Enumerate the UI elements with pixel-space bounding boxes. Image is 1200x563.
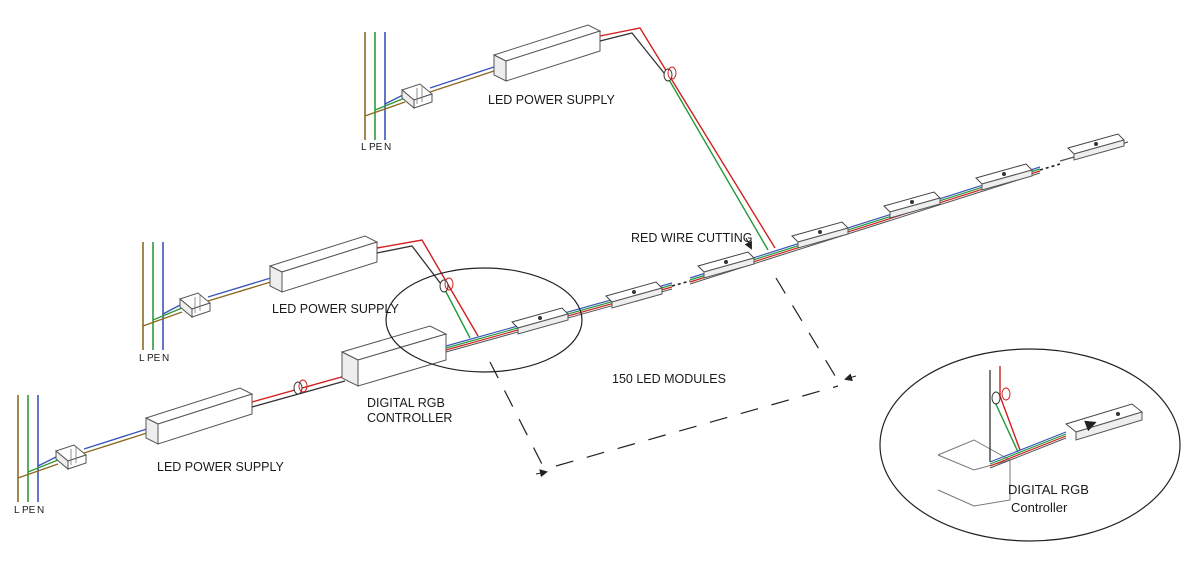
terminal-l-bottom: L	[14, 505, 20, 516]
dc-dark-middle	[376, 245, 445, 289]
live-tap-top	[364, 101, 406, 117]
mains-cable-middle-live	[207, 280, 275, 302]
rgb-controller	[340, 325, 448, 387]
terminal-block-bottom	[54, 444, 88, 471]
dc-green-middle	[443, 287, 471, 339]
led-module	[883, 191, 941, 219]
zoom-detail	[879, 348, 1181, 542]
led-module	[975, 163, 1033, 191]
pe-tap-middle	[152, 307, 183, 321]
cut-marker-middle	[439, 277, 454, 293]
cut-marker-top	[663, 66, 677, 82]
terminal-l-top: L	[361, 142, 367, 153]
controller-label-line2: CONTROLLER	[367, 411, 452, 425]
dc-red-middle	[376, 239, 479, 337]
led-module	[1067, 133, 1125, 161]
power-supply-bottom	[144, 387, 254, 445]
mains-cable-top-live	[429, 69, 498, 93]
terminal-n-bottom: N	[37, 505, 44, 516]
terminal-block-middle	[178, 292, 212, 319]
psu-bottom-label: LED POWER SUPPLY	[157, 460, 285, 474]
dc-dark-top	[599, 32, 669, 79]
supply-group-middle: LED POWER SUPPLY L PE N	[139, 235, 479, 364]
supply-group-bottom: LED POWER SUPPLY L PE N	[14, 375, 346, 516]
power-supply-top	[492, 24, 602, 82]
terminal-n-middle: N	[162, 353, 169, 364]
pe-tap-top	[374, 97, 406, 111]
led-module	[697, 251, 755, 279]
mains-cable-bottom-live	[83, 431, 151, 454]
terminal-n-top: N	[384, 142, 391, 153]
dc-red-top	[599, 27, 776, 249]
led-module	[605, 281, 663, 309]
red-wire-cutting-label: RED WIRE CUTTING	[631, 231, 753, 245]
neutral-tap-bottom	[37, 455, 59, 467]
pe-tap-bottom	[27, 459, 59, 473]
mains-cable-bottom-neutral	[83, 427, 151, 450]
cut-marker-bottom	[293, 379, 308, 395]
psu-middle-label: LED POWER SUPPLY	[272, 302, 400, 316]
terminal-pe-top: PE	[369, 142, 383, 153]
red-wire-cutting-arrow	[744, 237, 752, 250]
terminal-pe-bottom: PE	[22, 505, 36, 516]
mains-cable-top-neutral	[429, 65, 498, 89]
detail-callout-circle	[385, 267, 583, 373]
controller-label-line1: DIGITAL RGB	[367, 396, 445, 410]
modules-dimension	[489, 277, 857, 478]
neutral-tap-middle	[162, 303, 183, 315]
live-tap-bottom	[17, 463, 59, 479]
terminal-pe-middle: PE	[147, 353, 161, 364]
modules-count-label: 150 LED MODULES	[612, 372, 726, 386]
led-module	[511, 307, 569, 335]
zoom-label-line2: Controller	[1011, 500, 1068, 515]
supply-group-top: LED POWER SUPPLY L PE N	[361, 24, 776, 251]
psu-top-label: LED POWER SUPPLY	[488, 93, 616, 107]
terminal-l-middle: L	[139, 353, 145, 364]
live-tap-middle	[142, 311, 183, 327]
mains-cable-middle-neutral	[207, 276, 275, 298]
power-supply-middle	[268, 235, 379, 293]
terminal-block-top	[400, 83, 434, 110]
zoom-label-line1: DIGITAL RGB	[1008, 482, 1089, 497]
led-module	[791, 221, 849, 249]
dc-green-top	[667, 77, 769, 251]
